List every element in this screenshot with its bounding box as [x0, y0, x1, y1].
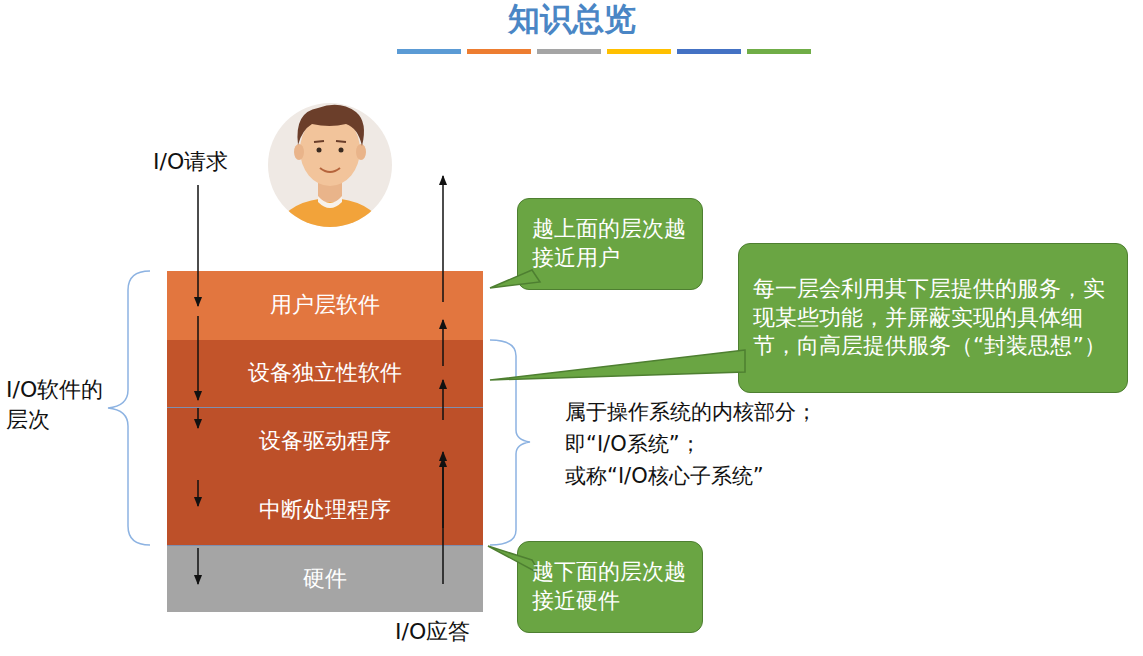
layer-box: 设备驱动程序 [167, 407, 483, 475]
callout-box: 越下面的层次越接近硬件 [517, 541, 703, 633]
layer-box: 中断处理程序 [167, 475, 483, 545]
flow-arrow [442, 176, 444, 302]
layer-box: 用户层软件 [167, 271, 483, 340]
callout-box: 越上面的层次越接近用户 [517, 198, 703, 290]
layer-box: 设备独立性软件 [167, 340, 483, 407]
callout-text: 越下面的层次越接近硬件 [532, 558, 688, 615]
flow-arrow [442, 380, 444, 420]
io-response-label: I/O应答 [395, 617, 470, 647]
right-brace [490, 340, 530, 545]
layer-label: 设备独立性软件 [248, 359, 402, 388]
hardware-box: 硬件 [167, 545, 483, 612]
title-bars [397, 49, 811, 54]
kernel-note: 即“I/O系统”； [565, 430, 701, 458]
flow-arrow [197, 408, 199, 428]
callout-tail [490, 350, 745, 380]
flow-arrow [197, 548, 199, 584]
callout-text: 每一层会利用其下层提供的服务，实现某些功能，并屏蔽实现的具体细节，向高层提供服务… [753, 275, 1113, 361]
layer-group-label: I/O软件的层次 [6, 375, 110, 434]
kernel-note: 或称“I/O核心子系统” [565, 462, 764, 490]
callout-tail [488, 546, 540, 574]
io-request-label: I/O请求 [153, 147, 228, 177]
flow-arrow [442, 458, 444, 528]
layer-label: 用户层软件 [270, 291, 380, 320]
layer-label: 硬件 [303, 565, 347, 594]
left-brace [108, 271, 150, 545]
kernel-note: 属于操作系统的内核部分； [565, 398, 817, 426]
title: 知识总览 [0, 0, 1143, 42]
callout-tail [490, 270, 540, 288]
flow-arrow [197, 316, 199, 400]
user-avatar [268, 103, 392, 240]
flow-arrow [442, 452, 444, 584]
flow-arrow [197, 480, 199, 506]
callout-box: 每一层会利用其下层提供的服务，实现某些功能，并屏蔽实现的具体细节，向高层提供服务… [738, 243, 1128, 393]
callout-text: 越上面的层次越接近用户 [532, 215, 688, 272]
flow-arrow [442, 320, 444, 366]
flow-arrow [197, 185, 199, 306]
layer-label: 中断处理程序 [259, 496, 391, 525]
layer-label: 设备驱动程序 [259, 427, 391, 456]
